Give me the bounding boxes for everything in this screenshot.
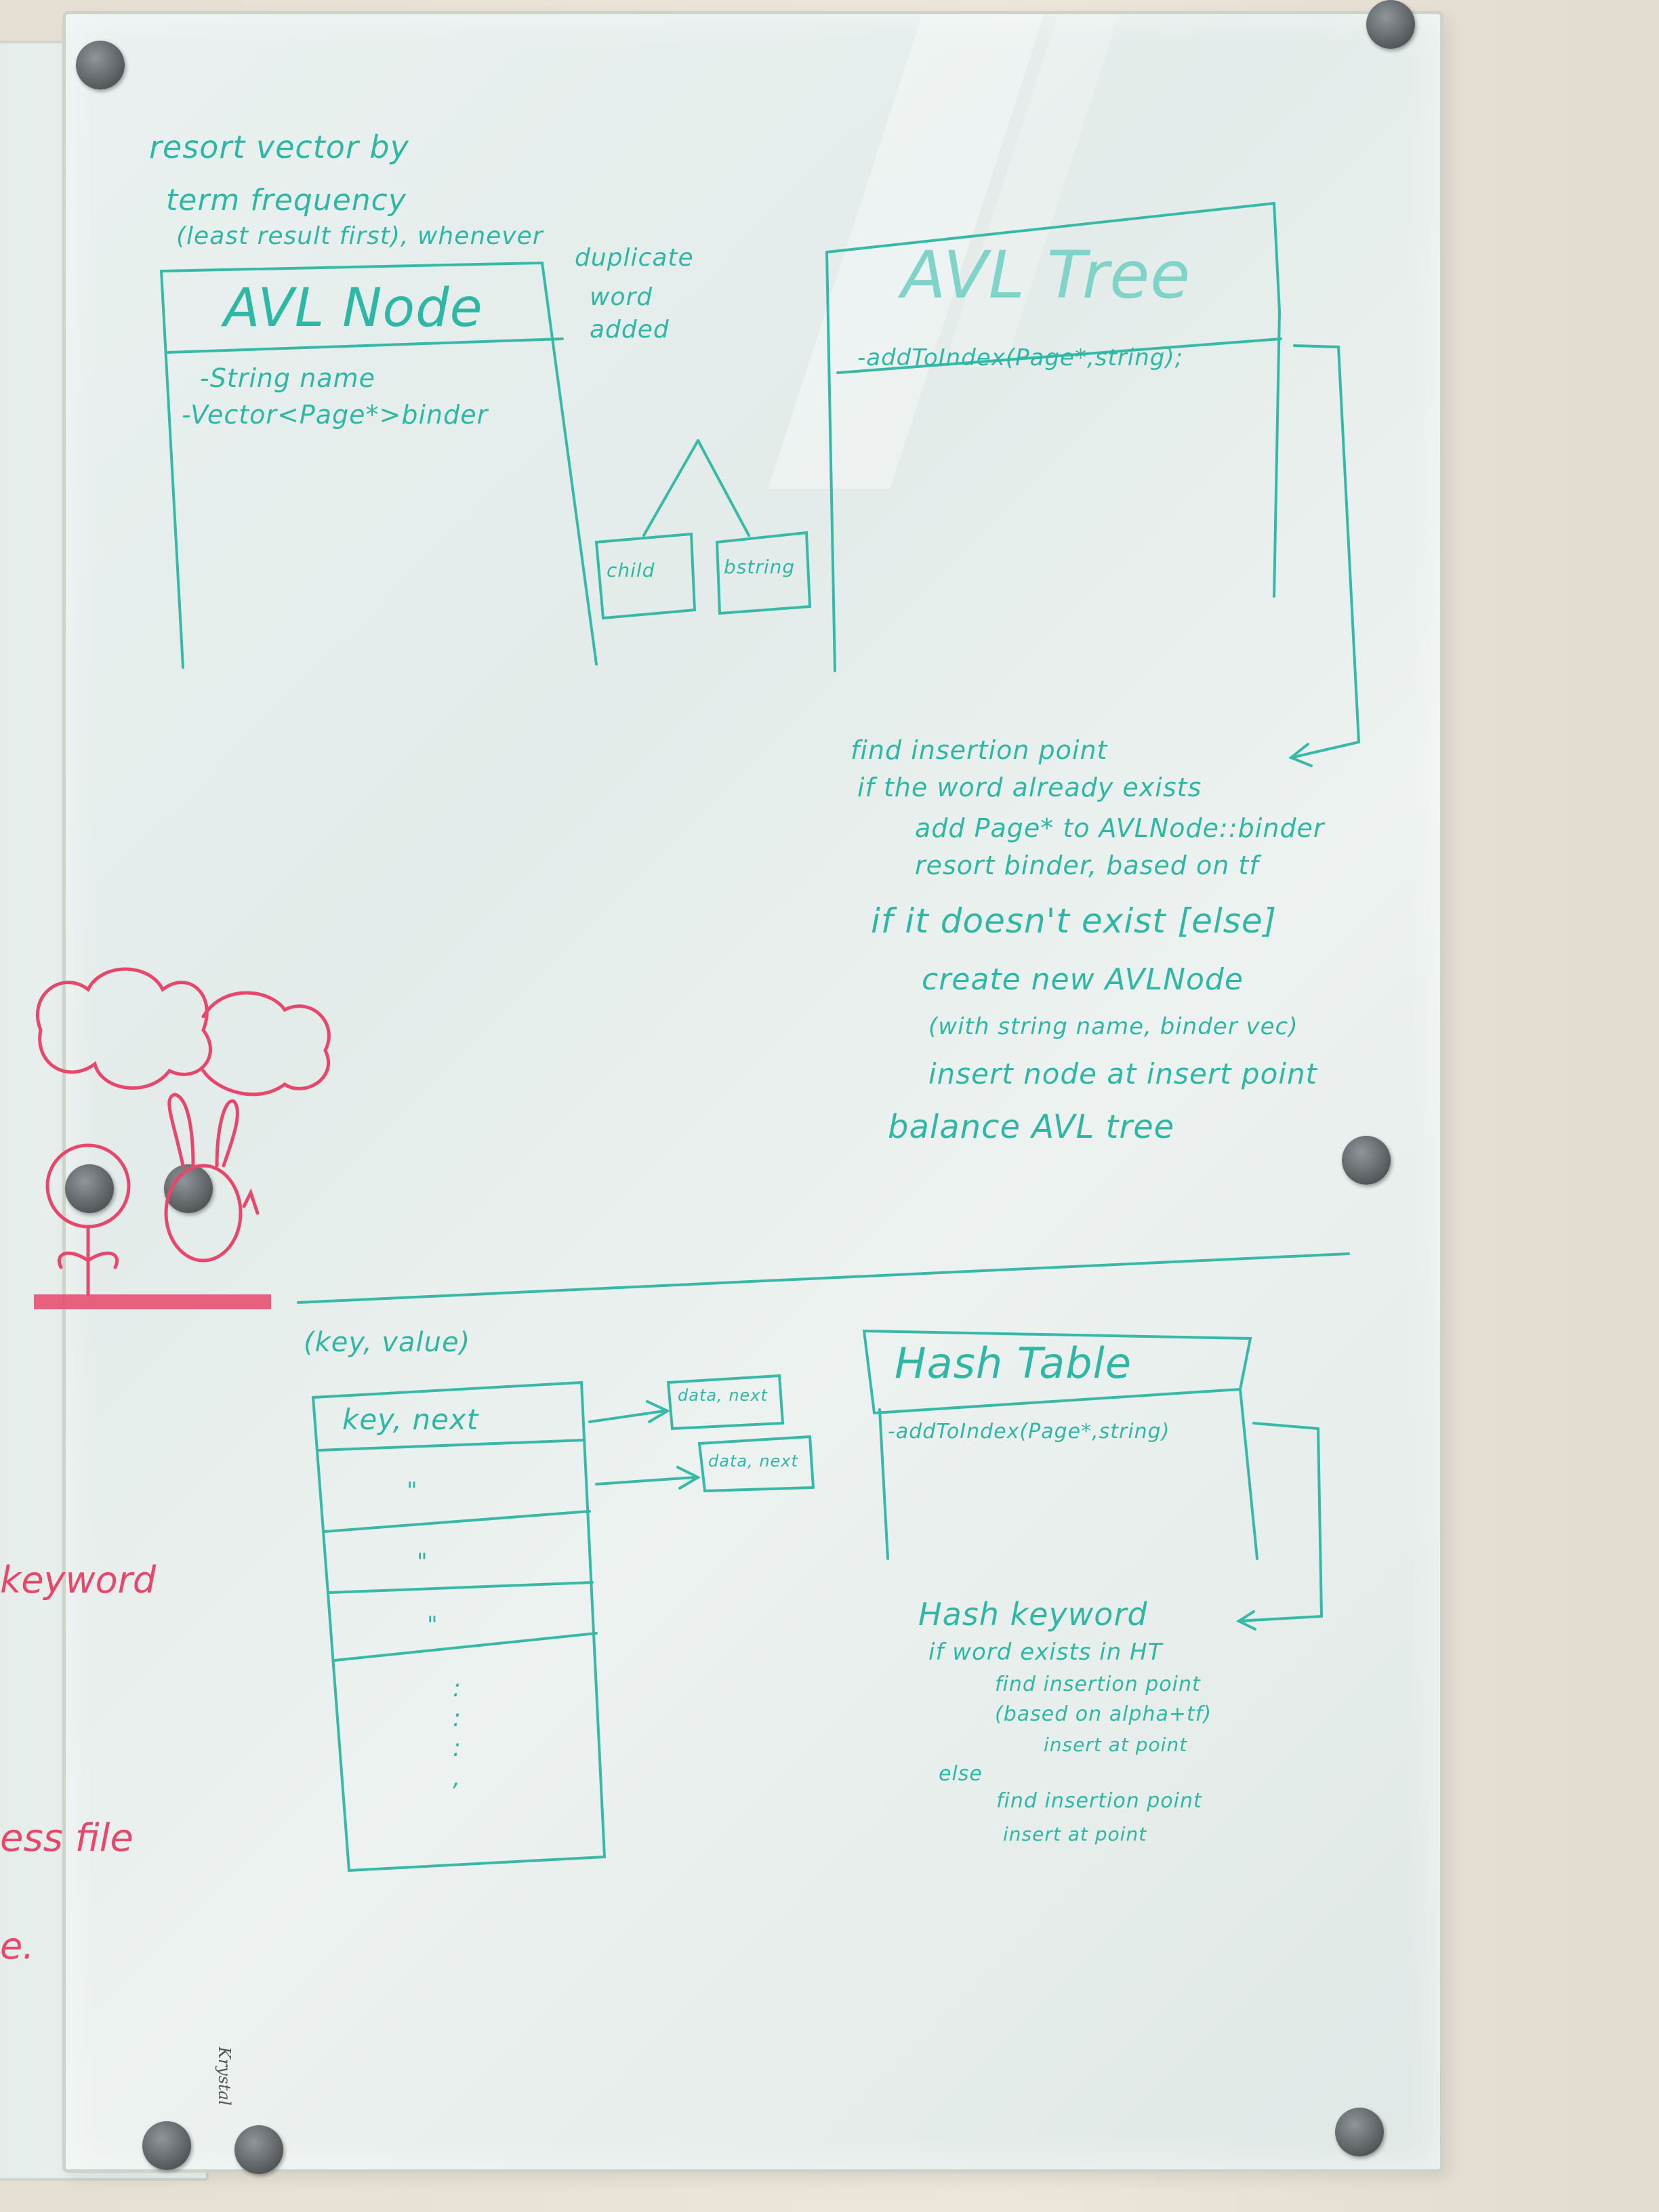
- insert-step-9: balance AVL tree: [888, 1108, 1175, 1146]
- hash-table-method: -addToIndex(Page*,string): [888, 1420, 1170, 1443]
- insert-step-6: create new AVLNode: [922, 962, 1244, 997]
- hash-step-3: find insertion point: [995, 1673, 1201, 1696]
- left-board-text-1: keyword: [0, 1559, 157, 1601]
- avl-tree-title: AVL Tree: [901, 237, 1191, 313]
- avl-tree-method: -addToIndex(Page*,string);: [857, 344, 1184, 371]
- bucket-ellipsis: : : : ,: [453, 1675, 462, 1792]
- bucket-row-2: ": [407, 1477, 418, 1504]
- standoff-top-left: [76, 41, 125, 89]
- hash-pair-label: (key, value): [304, 1327, 471, 1358]
- whiteboard: [62, 11, 1443, 2173]
- hash-step-7: find insertion point: [996, 1789, 1202, 1813]
- insert-step-1: find insertion point: [851, 735, 1108, 765]
- hash-step-4: (based on alpha+tf): [995, 1702, 1212, 1726]
- chain-node-2: data, next: [708, 1452, 798, 1471]
- insert-step-3: add Page* to AVLNode::binder: [915, 813, 1325, 843]
- insert-step-2: if the word already exists: [857, 773, 1202, 802]
- resort-note-line-6: added: [590, 316, 670, 344]
- standoff-top-right: [1366, 0, 1415, 49]
- left-board-text-3: e.: [0, 1925, 35, 1967]
- resort-note-line-5: word: [590, 283, 653, 311]
- avl-node-field-name: -String name: [200, 363, 375, 393]
- standoff-bottom-right: [1335, 2108, 1384, 2156]
- hash-step-2: if word exists in HT: [928, 1639, 1163, 1666]
- chain-node-1: data, next: [678, 1386, 768, 1405]
- avl-node-field-binder: -Vector<Page*>binder: [182, 400, 489, 430]
- left-board-text-2: ess file: [0, 1816, 134, 1860]
- bucket-row-1: key, next: [342, 1403, 479, 1436]
- standoff-left-board-bottom: [142, 2121, 191, 2170]
- hash-step-6: else: [939, 1762, 983, 1786]
- resort-note-line-4: duplicate: [575, 244, 694, 272]
- board-brand-label: Krystal: [215, 2047, 234, 2106]
- insert-step-8: insert node at insert point: [928, 1057, 1318, 1090]
- bucket-row-3: ": [417, 1549, 428, 1576]
- resort-note-line-3: (least result first), whenever: [176, 222, 544, 250]
- hash-step-5: insert at point: [1044, 1734, 1188, 1756]
- standoff-mid-right: [1342, 1136, 1391, 1185]
- insert-step-5: if it doesn't exist [else]: [871, 901, 1277, 941]
- bucket-row-4: ": [427, 1612, 438, 1639]
- hash-step-1: Hash keyword: [918, 1596, 1148, 1633]
- tree-child-label: child: [607, 559, 655, 581]
- standoff-bottom-left: [234, 2125, 283, 2174]
- standoff-left-mid-1: [65, 1164, 114, 1213]
- resort-note-line-2: term frequency: [166, 183, 407, 218]
- insert-step-7: (with string name, binder vec): [928, 1013, 1298, 1040]
- avl-node-title: AVL Node: [224, 278, 483, 339]
- hash-step-8: insert at point: [1003, 1823, 1147, 1845]
- tree-bstring-label: bstring: [724, 556, 796, 578]
- hash-table-title: Hash Table: [895, 1338, 1132, 1388]
- insert-step-4: resort binder, based on tf: [915, 851, 1259, 880]
- resort-note-line-1: resort vector by: [149, 129, 409, 165]
